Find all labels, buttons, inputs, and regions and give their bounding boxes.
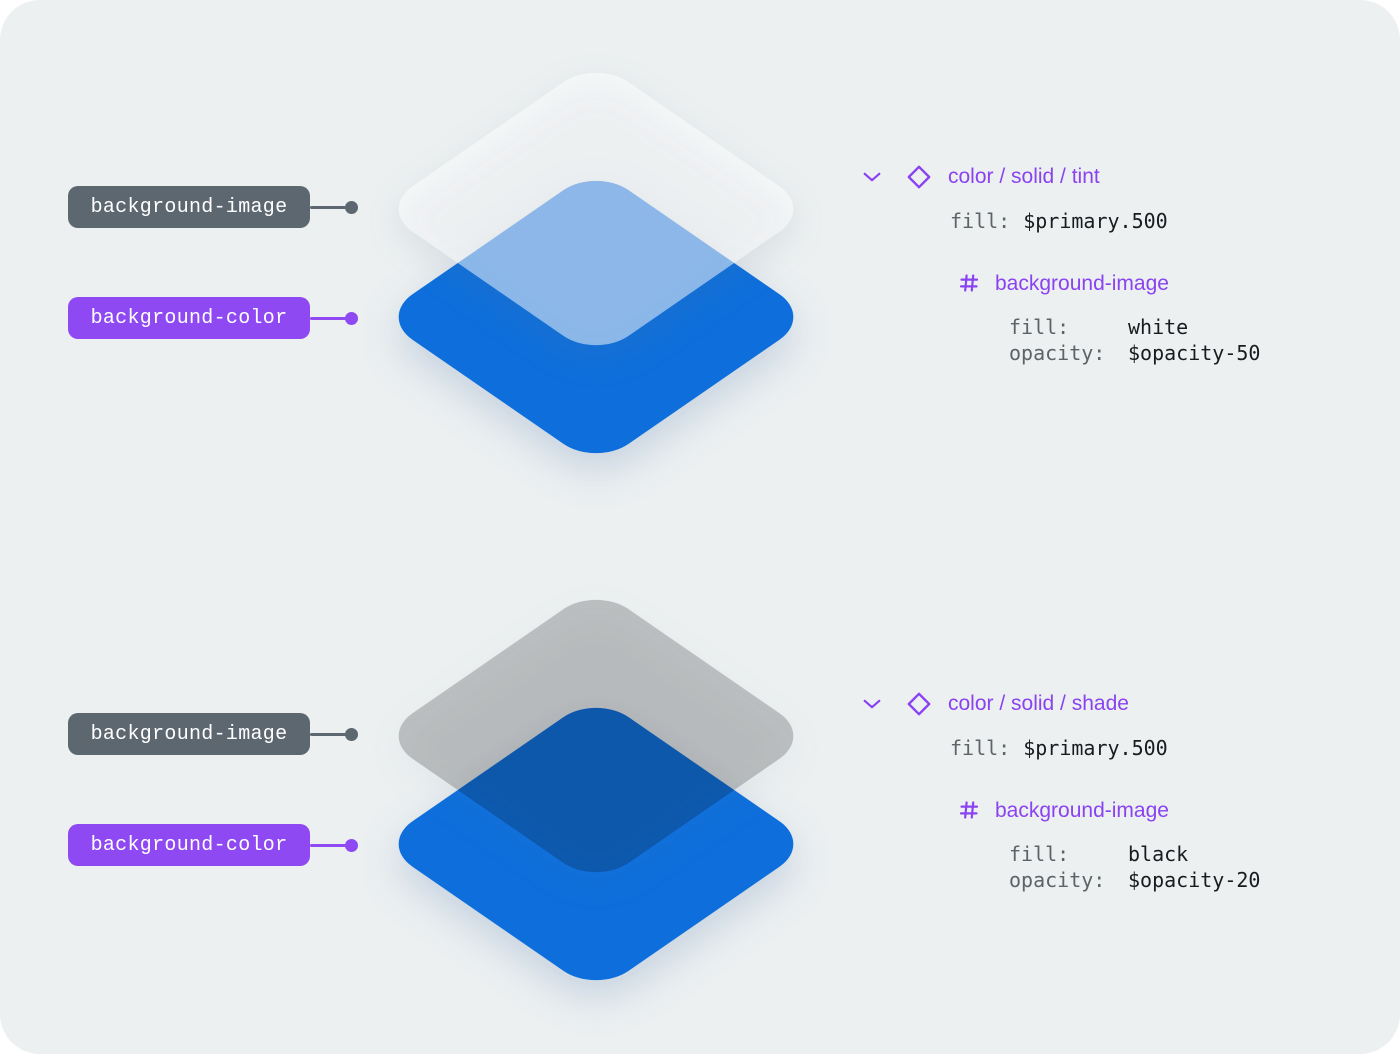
diamond-outline-icon [905,690,933,718]
connector-dot [345,312,358,325]
connector-line [310,206,346,209]
section-shade: background-image background-color color … [0,527,1400,1054]
connector-line [310,317,346,320]
component-fill-row: fill: $primary.500 [950,736,1168,760]
prop-label: opacity: [1009,868,1106,892]
pill-text: background-color [90,833,288,857]
pill-text: background-image [90,195,288,219]
prop-value: white [1128,315,1189,339]
chevron-down-icon[interactable] [861,693,883,715]
layer-properties: fill: black opacity: $opacity-20 [1009,841,1260,893]
section-tint: background-image background-color color … [68,56,1261,467]
connector-line [310,733,346,736]
tint-overlay-diamond [379,59,813,359]
connector-line [310,844,346,847]
frame-hash-icon [957,271,981,295]
background-image-label-pill: background-image [68,713,310,755]
fill-label: fill: [950,209,1011,233]
diamond-outline-icon [905,163,933,191]
fill-value: $primary.500 [1023,209,1168,233]
component-title: color / solid / shade [948,692,1129,715]
prop-label: fill: [1009,315,1070,339]
fill-label: fill: [950,736,1011,760]
prop-label: opacity: [1009,341,1106,365]
connector-dot [345,728,358,741]
connector-dot [345,839,358,852]
shade-overlay-diamond [379,586,813,886]
pill-text: background-color [90,306,288,330]
background-image-layer [379,56,813,362]
layer-name: background-image [995,272,1169,295]
background-image-label-pill: background-image [68,186,310,228]
prop-label: fill: [1009,842,1070,866]
background-color-label-pill: background-color [68,824,310,866]
fill-value: $primary.500 [1023,736,1168,760]
pill-text: background-image [90,722,288,746]
prop-value: $opacity-20 [1128,868,1261,892]
chevron-down-icon[interactable] [861,166,883,188]
background-image-layer [379,583,813,889]
connector-dot [345,201,358,214]
prop-value: $opacity-50 [1128,341,1261,365]
layer-name: background-image [995,799,1169,822]
frame-hash-icon [957,798,981,822]
layer-properties: fill: white opacity: $opacity-50 [1009,314,1260,366]
component-fill-row: fill: $primary.500 [950,209,1168,233]
background-color-label-pill: background-color [68,297,310,339]
component-title: color / solid / tint [948,165,1100,188]
prop-value: black [1128,842,1189,866]
